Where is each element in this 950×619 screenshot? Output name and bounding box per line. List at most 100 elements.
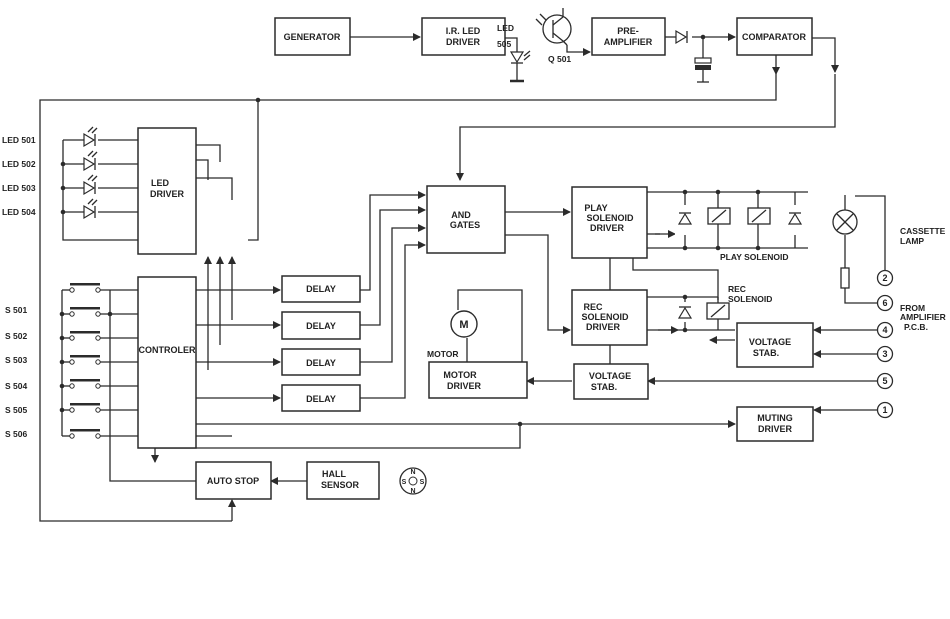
- led-labels: LED 501 LED 502 LED 503 LED 504: [2, 135, 36, 217]
- svg-text:DELAY: DELAY: [306, 284, 336, 294]
- svg-text:COMPARATOR: COMPARATOR: [742, 32, 806, 42]
- play-solenoid-driver-block: PLAY SOLENOID DRIVER: [571, 186, 648, 259]
- cassette-lamp-label-line2: LAMP: [900, 236, 924, 246]
- led-501-label: LED 501: [2, 135, 36, 145]
- rec-solenoid-label-line2: SOLENOID: [728, 294, 772, 304]
- led-driver-block: LED DRIVER: [137, 127, 197, 255]
- motor-driver-block: MOTOR DRIVER: [428, 361, 528, 399]
- led-505-label-line1: LED: [497, 23, 514, 33]
- play-solenoid-symbols: [675, 205, 805, 235]
- svg-text:6: 6: [882, 298, 887, 308]
- s-503-label: S 503: [5, 355, 27, 365]
- svg-text:DRIVER: DRIVER: [447, 381, 482, 391]
- and-gates-block: AND GATES: [426, 185, 506, 254]
- svg-text:SOLENOID: SOLENOID: [581, 312, 629, 322]
- connector-2: 2: [876, 269, 894, 287]
- svg-text:DELAY: DELAY: [306, 394, 336, 404]
- svg-text:1: 1: [882, 405, 887, 415]
- motor-label: MOTOR: [427, 349, 458, 359]
- svg-text:4: 4: [882, 325, 887, 335]
- svg-text:AUTO STOP: AUTO STOP: [207, 476, 259, 486]
- svg-text:SOLENOID: SOLENOID: [586, 213, 634, 223]
- svg-text:STAB.: STAB.: [753, 348, 779, 358]
- svg-text:MUTING: MUTING: [757, 413, 793, 423]
- led-502-label: LED 502: [2, 159, 36, 169]
- play-solenoid-label: PLAY SOLENOID: [720, 252, 789, 262]
- rec-solenoid-driver-block: REC SOLENOID DRIVER: [571, 289, 648, 346]
- svg-text:I.R. LED: I.R. LED: [446, 26, 481, 36]
- q501-phototransistor-symbol: [535, 8, 572, 46]
- connector-3: 3: [876, 345, 894, 363]
- led-505-symbol: [509, 50, 531, 83]
- s-505-label: S 505: [5, 405, 27, 415]
- svg-text:AMPLIFIER: AMPLIFIER: [604, 37, 653, 47]
- from-amplifier-label-line2: AMPLIFIER: [900, 312, 946, 322]
- svg-text:CONTROLER: CONTROLER: [139, 345, 196, 355]
- svg-text:STAB.: STAB.: [591, 382, 617, 392]
- led-504-symbol: [83, 198, 98, 220]
- auto-stop-block: AUTO STOP: [195, 461, 272, 500]
- motor-m-label: M: [459, 319, 468, 331]
- ir-led-driver-block: I.R. LED DRIVER: [421, 17, 506, 56]
- voltage-stab-block-lower: VOLTAGE STAB.: [573, 363, 649, 400]
- svg-text:REC: REC: [583, 302, 603, 312]
- svg-text:MOTOR: MOTOR: [443, 370, 477, 380]
- svg-text:VOLTAGE: VOLTAGE: [589, 371, 631, 381]
- svg-text:DELAY: DELAY: [306, 358, 336, 368]
- connector-6: 6: [876, 294, 894, 312]
- led-501-symbol: [83, 126, 98, 148]
- svg-text:5: 5: [882, 376, 887, 386]
- svg-text:DRIVER: DRIVER: [586, 322, 621, 332]
- from-amplifier-label-line1: FROM: [900, 303, 925, 313]
- switch-labels: S 501 S 502 S 503 S 504 S 505 S 506: [5, 305, 27, 439]
- hall-sensor-block: HALL SENSOR: [306, 461, 380, 500]
- motor-symbol: M: [450, 310, 478, 338]
- svg-text:2: 2: [882, 273, 887, 283]
- svg-text:DRIVER: DRIVER: [150, 189, 185, 199]
- svg-text:SENSOR: SENSOR: [321, 480, 360, 490]
- s-501-label: S 501: [5, 305, 27, 315]
- connector-1: 1: [876, 401, 894, 419]
- led-503-symbol: [83, 174, 98, 196]
- switch-symbols: [69, 283, 101, 439]
- muting-driver-block: MUTING DRIVER: [736, 406, 814, 442]
- s-502-label: S 502: [5, 331, 27, 341]
- controler-block: CONTROLER: [137, 276, 197, 449]
- delay-block-4: DELAY: [281, 384, 361, 412]
- magnet-s-right: S: [420, 479, 425, 486]
- generator-block: GENERATOR: [274, 17, 351, 56]
- junction-dots: [59, 34, 761, 427]
- magnet-n-top: N: [410, 469, 415, 476]
- from-amplifier-label-line3: P.C.B.: [904, 322, 928, 332]
- capacitor-symbol: [694, 57, 712, 70]
- cassette-lamp-label-line1: CASSETTE: [900, 226, 946, 236]
- svg-text:GATES: GATES: [450, 220, 480, 230]
- voltage-stab-block-upper: VOLTAGE STAB.: [736, 322, 814, 368]
- rec-solenoid-label-line1: REC: [728, 284, 746, 294]
- svg-text:VOLTAGE: VOLTAGE: [749, 337, 791, 347]
- svg-text:PLAY: PLAY: [584, 203, 607, 213]
- q501-label: Q 501: [548, 54, 571, 64]
- s-504-label: S 504: [5, 381, 27, 391]
- magnet-s-left: S: [402, 479, 407, 486]
- s-506-label: S 506: [5, 429, 27, 439]
- svg-text:DRIVER: DRIVER: [446, 37, 481, 47]
- led-505-label-line2: 505: [497, 39, 511, 49]
- svg-text:3: 3: [882, 349, 887, 359]
- magnet-symbol: N S S N: [399, 467, 427, 495]
- svg-text:DRIVER: DRIVER: [758, 424, 793, 434]
- svg-text:LED: LED: [151, 178, 170, 188]
- led-504-label: LED 504: [2, 207, 36, 217]
- pre-amplifier-block: PRE- AMPLIFIER: [591, 17, 666, 56]
- led-503-label: LED 503: [2, 183, 36, 193]
- rec-solenoid-symbols: [675, 302, 730, 322]
- connector-5: 5: [876, 372, 894, 390]
- delay-block-3: DELAY: [281, 348, 361, 376]
- svg-text:HALL: HALL: [322, 469, 346, 479]
- svg-text:DELAY: DELAY: [306, 321, 336, 331]
- diode-symbol: [675, 29, 688, 45]
- svg-text:AND: AND: [451, 210, 471, 220]
- led-502-symbol: [83, 150, 98, 172]
- delay-block-1: DELAY: [281, 275, 361, 303]
